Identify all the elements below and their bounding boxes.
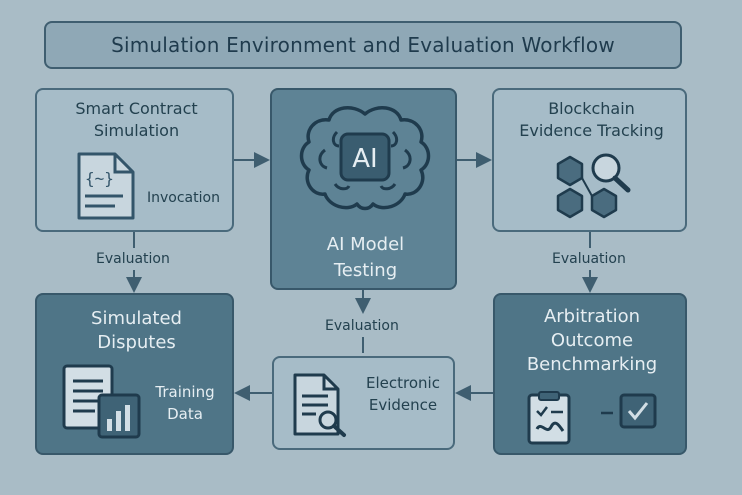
arbitration-node[interactable]: Arbitration Outcome Benchmarking: [493, 293, 687, 455]
evaluation-left-label: Evaluation: [96, 251, 170, 267]
document-chart-icon: [62, 364, 141, 439]
brain-icon: AI: [299, 106, 431, 211]
code-document-icon: {~}: [77, 152, 135, 220]
ai-model-title: AI Model Testing: [326, 234, 405, 281]
clipboard-check-icon: [527, 391, 657, 445]
evaluation-right-label: Evaluation: [552, 251, 626, 267]
ai-model-node[interactable]: AI AI Model Testing: [270, 88, 457, 290]
evidence-title: Electronic Evidence: [366, 374, 440, 414]
smart-contract-title: Smart Contract Simulation: [75, 99, 198, 140]
disputes-title: Simulated Disputes: [91, 308, 182, 353]
document-search-icon: [293, 373, 346, 437]
svg-text:{~}: {~}: [85, 169, 114, 188]
ai-badge: AI: [352, 144, 377, 174]
arbitration-title: Arbitration Outcome Benchmarking: [526, 306, 658, 375]
smart-contract-node[interactable]: Smart Contract Simulation {~} Invocation: [35, 88, 234, 232]
blockchain-title: Blockchain Evidence Tracking: [519, 99, 664, 140]
invocation-label: Invocation: [147, 190, 220, 206]
evidence-node[interactable]: Electronic Evidence: [272, 356, 455, 450]
disputes-node[interactable]: Simulated Disputes Training Data: [35, 293, 234, 455]
evaluation-center-label: Evaluation: [325, 318, 399, 334]
training-data-label: Training Data: [155, 383, 215, 423]
page-title: Simulation Environment and Evaluation Wo…: [44, 21, 682, 69]
blockchain-node[interactable]: Blockchain Evidence Tracking: [492, 88, 687, 232]
blocks-magnifier-icon: [556, 153, 631, 219]
